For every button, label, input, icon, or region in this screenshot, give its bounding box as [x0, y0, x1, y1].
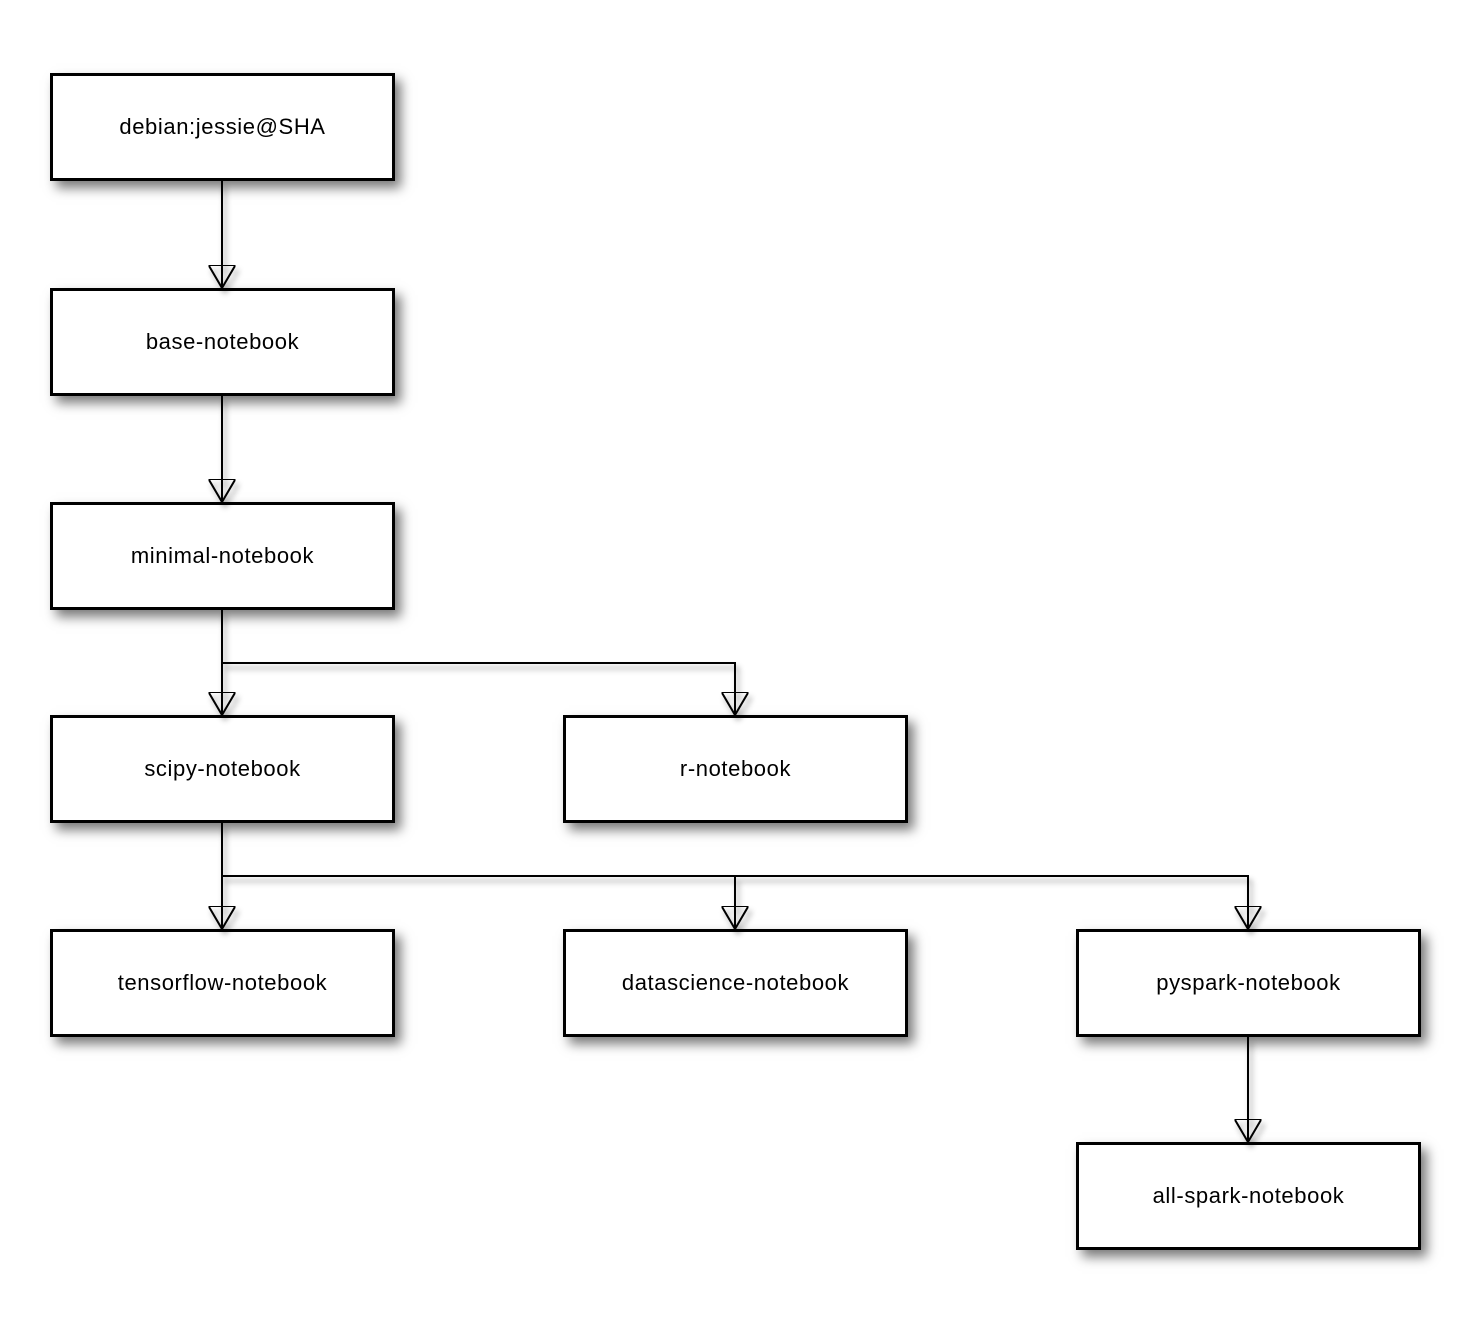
node-all-spark-notebook: all-spark-notebook [1076, 1142, 1421, 1250]
node-debian-jessie: debian:jessie@SHA [50, 73, 395, 181]
node-label-scipy-notebook: scipy-notebook [144, 756, 301, 781]
node-r-notebook: r-notebook [563, 715, 908, 823]
node-label-datascience-notebook: datascience-notebook [621, 970, 850, 995]
node-label-minimal-notebook: minimal-notebook [130, 543, 315, 568]
node-label-r-notebook: r-notebook [679, 756, 792, 781]
node-tensorflow-notebook: tensorflow-notebook [50, 929, 395, 1037]
node-label-tensorflow-notebook: tensorflow-notebook [117, 970, 328, 995]
node-datascience-notebook: datascience-notebook [563, 929, 908, 1037]
edge-minimal-notebook-to-r-notebook [222, 662, 735, 715]
node-pyspark-notebook: pyspark-notebook [1076, 929, 1421, 1037]
node-label-base-notebook: base-notebook [145, 329, 300, 354]
node-label-debian-jessie: debian:jessie@SHA [119, 114, 326, 139]
node-scipy-notebook: scipy-notebook [50, 715, 395, 823]
node-minimal-notebook: minimal-notebook [50, 502, 395, 610]
node-base-notebook: base-notebook [50, 288, 395, 396]
edge-scipy-notebook-to-pyspark-notebook [222, 875, 1248, 929]
node-label-pyspark-notebook: pyspark-notebook [1156, 970, 1341, 995]
node-label-all-spark-notebook: all-spark-notebook [1152, 1183, 1345, 1208]
